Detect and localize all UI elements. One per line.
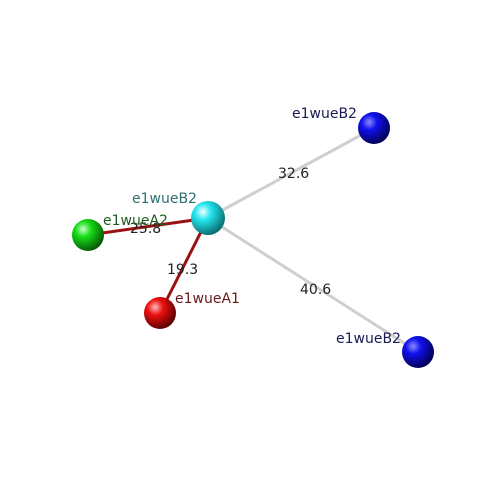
edge-center-a1 xyxy=(158,216,210,315)
edge-labels-layer: 32.6 40.6 25.8 19.3 xyxy=(130,166,331,298)
edge-center-b2-bottom xyxy=(206,216,420,354)
nodes-layer xyxy=(72,112,434,368)
edge-center-a2 xyxy=(86,216,210,237)
node-a1[interactable] xyxy=(144,297,176,329)
edges-layer xyxy=(86,126,420,354)
edge-label-center-b2-bottom: 40.6 xyxy=(300,282,331,298)
node-a2[interactable] xyxy=(72,219,104,251)
node-label-b2-top: e1wueB2 xyxy=(292,106,357,122)
node-labels-layer: e1wueB2 e1wueB2 e1wueB2 e1wueA2 e1wueA1 xyxy=(103,106,401,347)
node-label-center: e1wueB2 xyxy=(132,191,197,207)
edge-label-center-a1: 19.3 xyxy=(167,262,198,278)
node-b2-bottom[interactable] xyxy=(402,336,434,368)
edge-label-center-b2-top: 32.6 xyxy=(278,166,309,182)
node-label-a1: e1wueA1 xyxy=(175,291,240,307)
node-b2-top[interactable] xyxy=(358,112,390,144)
node-label-a2: e1wueA2 xyxy=(103,213,168,229)
edge-center-b2-top xyxy=(206,126,376,220)
edge-label-center-a2: 25.8 xyxy=(130,221,161,237)
node-center[interactable] xyxy=(191,201,225,235)
node-label-b2-bottom: e1wueB2 xyxy=(336,331,401,347)
